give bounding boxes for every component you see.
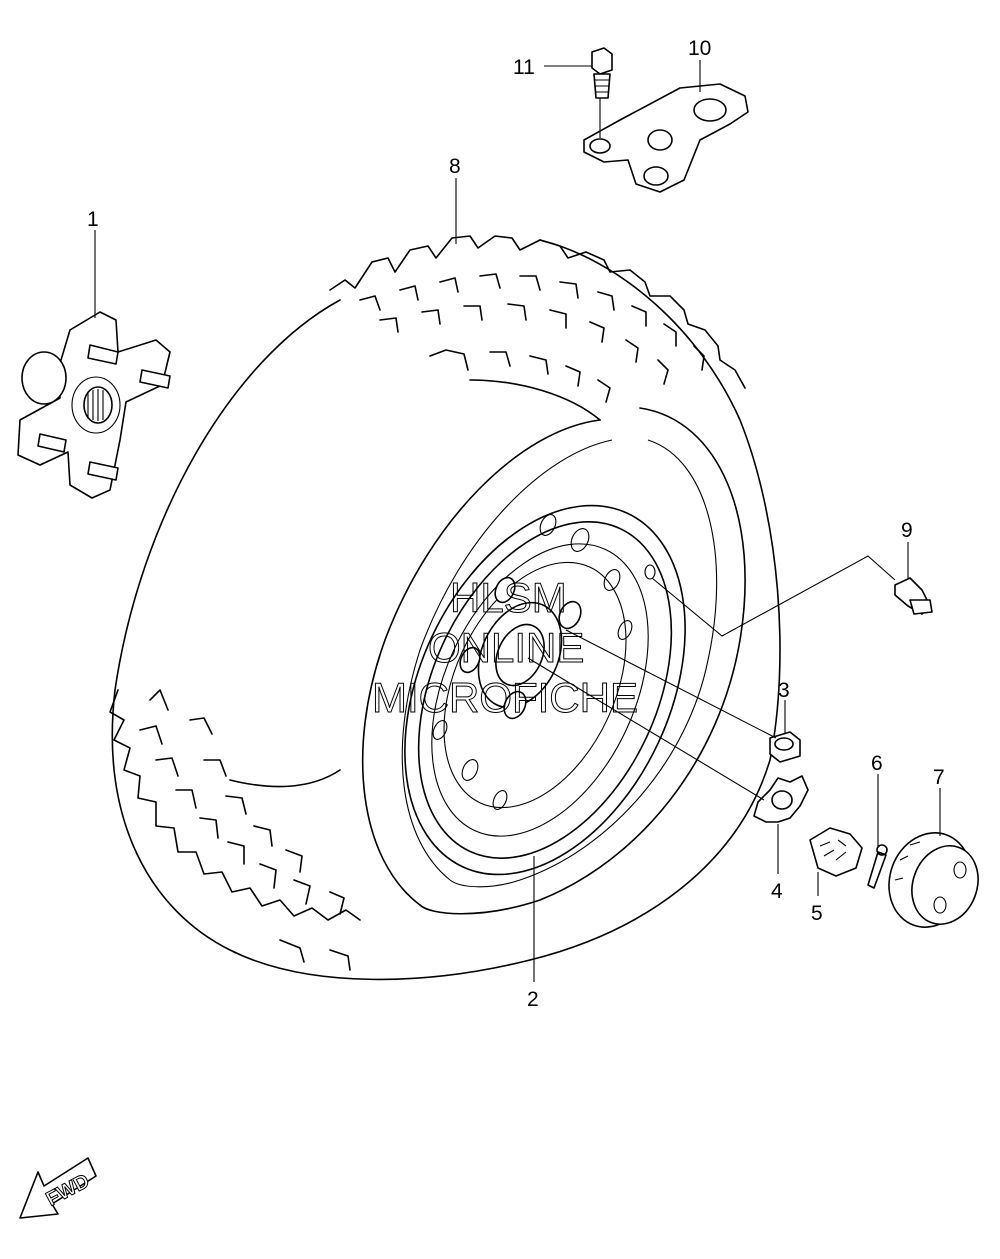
callout-5: 5	[811, 902, 823, 925]
callout-9: 9	[901, 519, 913, 542]
watermark-line-3: MICROFICHE	[372, 674, 638, 721]
bracket	[583, 83, 749, 193]
callout-2: 2	[527, 988, 539, 1011]
callout-4: 4	[771, 880, 783, 903]
callout-11: 11	[513, 56, 535, 79]
bolt	[591, 47, 613, 99]
callout-7: 7	[933, 766, 945, 789]
callout-8: 8	[449, 155, 461, 178]
lock-washer	[753, 775, 809, 823]
cotter-pin	[867, 844, 888, 889]
callout-3: 3	[778, 679, 790, 702]
callout-6: 6	[871, 752, 883, 775]
watermark: HLSM ONLINE MICROFICHE	[372, 574, 639, 722]
wheel-hub	[17, 311, 171, 499]
castle-nut	[809, 827, 863, 877]
arrow-down-left-icon	[19, 1157, 97, 1219]
wheel-rim	[404, 504, 686, 876]
watermark-line-1: HLSM	[450, 574, 567, 621]
callout-10: 10	[688, 37, 711, 60]
callout-1: 1	[87, 208, 99, 231]
watermark-line-2: ONLINE	[428, 624, 584, 671]
wheel-nut	[769, 731, 801, 763]
leader-lines	[94, 60, 941, 982]
tire	[109, 235, 781, 981]
hub-cap	[888, 832, 979, 928]
valve-stem	[894, 577, 933, 615]
callout-labels: 1 2 3 4 5 6 7 8 9 10 11	[87, 37, 945, 1011]
fwd-direction-arrow: FWD	[19, 1157, 97, 1219]
